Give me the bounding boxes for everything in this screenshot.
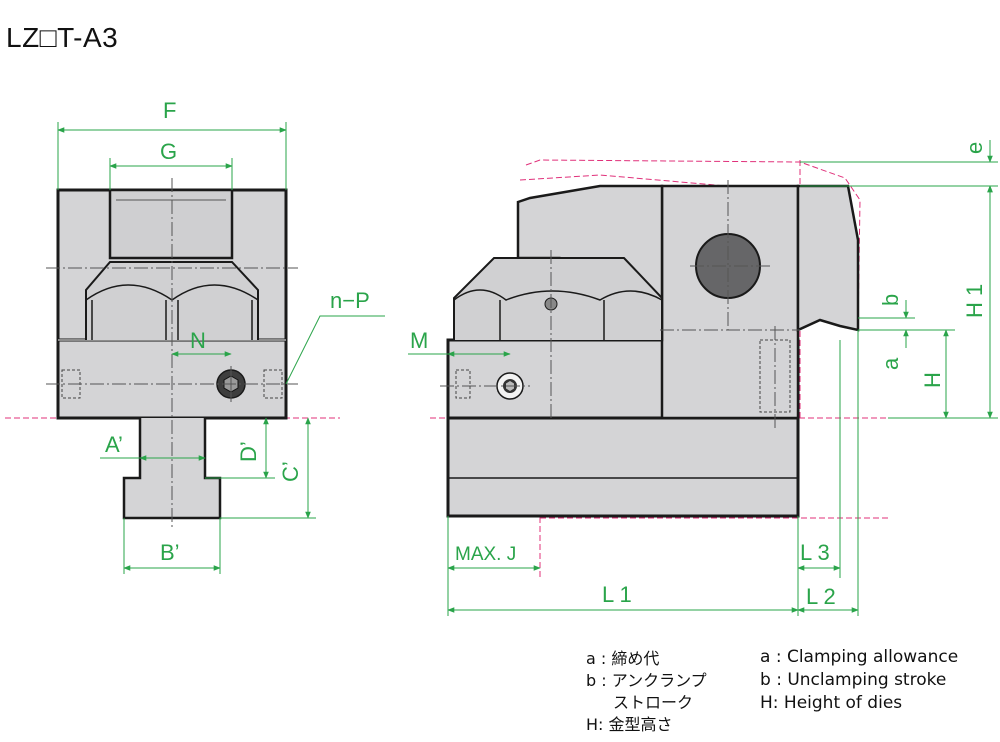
dim-label-h1: H 1 [962, 284, 987, 318]
side-hex-nut [453, 257, 663, 340]
dim-label-b: b [878, 294, 903, 306]
legend-en-h: H: Height of dies [760, 693, 903, 713]
dim-label-a-prime: A’ [105, 432, 123, 457]
legend-en-b: b : Unclamping stroke [760, 670, 947, 690]
drawing-title: LZ□T-A3 [6, 22, 119, 53]
dim-label-l1: L 1 [602, 582, 632, 607]
legend-jp-a: a : 締め代 [586, 649, 660, 668]
dim-label-d-prime: D’ [236, 441, 261, 462]
side-jaw-tip [796, 184, 860, 332]
legend-en-a: a : Clamping allowance [760, 647, 959, 667]
side-base [446, 416, 800, 518]
side-column [660, 184, 800, 420]
dim-label-b-prime: B’ [160, 540, 180, 565]
dim-label-m: M [410, 328, 428, 353]
legend-jp-h: H: 金型高さ [586, 715, 673, 734]
dim-label-g: G [160, 139, 177, 164]
dim-label-max-j: MAX. J [455, 544, 516, 565]
legend-jp-b-cont: ストローク [613, 693, 694, 712]
dim-label-c-prime: C’ [278, 461, 303, 482]
dim-label-n: N [190, 328, 206, 353]
dim-label-l2: L 2 [806, 584, 836, 609]
side-pivot-pin [695, 233, 761, 299]
front-top-block [108, 188, 234, 260]
front-view [5, 122, 385, 574]
dim-label-a: a [878, 357, 903, 370]
dim-label-e: e [962, 142, 987, 154]
legend-jp-b: b : アンクランプ [586, 671, 707, 690]
dim-label-h: H [920, 372, 945, 388]
dim-label-np: n−P [330, 288, 370, 313]
legend-japanese: a : 締め代 b : アンクランプ ストローク H: 金型高さ [586, 648, 707, 736]
legend-english: a : Clamping allowance b : Unclamping st… [760, 646, 958, 715]
dim-label-l3: L 3 [800, 540, 830, 565]
dim-label-f: F [163, 98, 176, 123]
side-view [408, 140, 998, 616]
